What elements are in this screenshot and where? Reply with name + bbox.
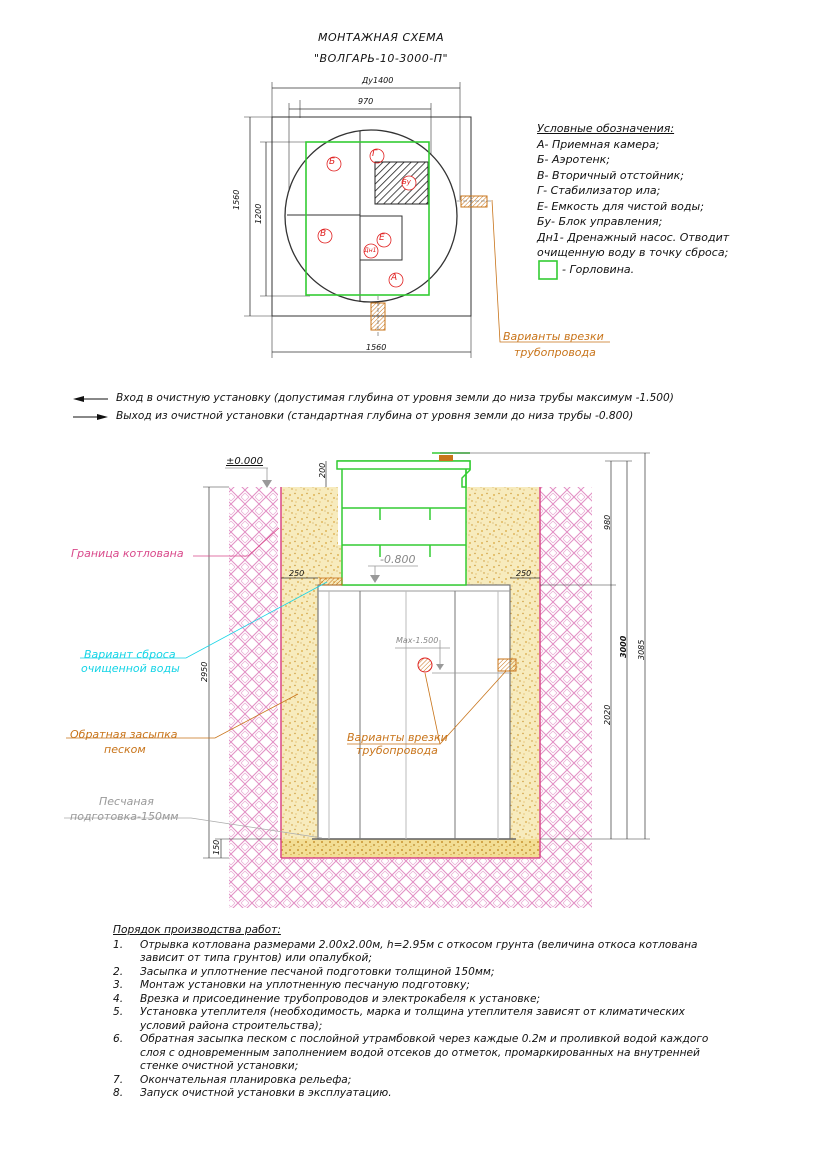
procedure-step: 3. Монтаж установки на уплотненную песчан… bbox=[113, 979, 783, 993]
procedure-step-line: Врезка и присоединение трубопроводов и э… bbox=[140, 992, 541, 1005]
plan-drawing bbox=[244, 82, 610, 358]
plan-cut-variants-2: трубопровода bbox=[514, 346, 596, 359]
label-v: В bbox=[320, 229, 327, 239]
dim-970: 970 bbox=[358, 97, 374, 106]
procedure-step: 2. Засыпка и уплотнение песчаной подготов… bbox=[113, 966, 783, 980]
procedure-step: 1. Отрывка котлована размерами 2.00х2.00м… bbox=[113, 939, 783, 966]
procedure-step-text: Врезка и присоединение трубопроводов и э… bbox=[140, 993, 540, 1007]
outlet-arrow bbox=[73, 414, 108, 420]
legend-neck-label: - Горловина. bbox=[562, 263, 635, 276]
sand-label-2: подготовка-150мм bbox=[70, 810, 179, 823]
procedure-step-number: 5. bbox=[113, 1006, 124, 1018]
procedure-step-number: 7. bbox=[113, 1073, 124, 1086]
title-line-2: "ВОЛГАРЬ-10-3000-П" bbox=[314, 52, 449, 65]
procedure-step-number: 2. bbox=[113, 965, 124, 978]
max-1500: Max-1.500 bbox=[396, 636, 439, 645]
dim-1560-bottom: 1560 bbox=[366, 343, 387, 352]
procedure-step-line: Засыпка и уплотнение песчаной подготовки… bbox=[140, 965, 495, 978]
dim-980: 980 bbox=[603, 514, 612, 530]
procedure-step: 4. Врезка и присоединение трубопроводов и… bbox=[113, 993, 783, 1007]
plan-cut-variants-1: Варианты врезки bbox=[503, 330, 604, 343]
procedure-step-text: Отрывка котлована размерами 2.00х2.00м, … bbox=[140, 939, 698, 966]
procedure-step-line: Отрывка котлована размерами 2.00х2.00м, … bbox=[140, 938, 698, 951]
neck-legend-swatch bbox=[538, 260, 558, 280]
procedure-step-text: Запуск очистной установки в эксплуатацию… bbox=[140, 1087, 392, 1101]
inlet-arrow bbox=[73, 396, 108, 402]
dim-250-left: 250 bbox=[289, 569, 305, 578]
backfill-label-1: Обратная засыпка bbox=[70, 728, 178, 741]
procedure-step-text: Окончательная планировка рельефа; bbox=[140, 1074, 351, 1088]
procedure-step: 8. Запуск очистной установки в эксплуатац… bbox=[113, 1087, 783, 1101]
procedure-step-line: Окончательная планировка рельефа; bbox=[140, 1073, 352, 1086]
procedure-step-line: Монтаж установки на уплотненную песчаную… bbox=[140, 979, 470, 991]
label-b: Б bbox=[329, 157, 336, 167]
backfill-label-2: песком bbox=[104, 743, 146, 756]
dim-2020: 2020 bbox=[603, 704, 612, 725]
procedure: Порядок производства работ: 1. Отрывка ко… bbox=[113, 924, 783, 1101]
legend: Условные обозначения: А- Приемная камера… bbox=[537, 121, 729, 261]
procedure-step: 5. Установка утеплителя (необходимость, м… bbox=[113, 1006, 783, 1033]
title-line-1: МОНТАЖНАЯ СХЕМА bbox=[318, 31, 445, 44]
procedure-step-number: 3. bbox=[113, 979, 124, 991]
label-bu: Бу bbox=[402, 178, 411, 186]
level-080: -0.800 bbox=[380, 553, 416, 566]
label-a: А bbox=[391, 273, 398, 283]
procedure-step-number: 6. bbox=[113, 1033, 124, 1045]
legend-item: Бу- Блок управления; bbox=[537, 215, 663, 228]
procedure-step-text: Засыпка и уплотнение песчаной подготовки… bbox=[140, 966, 494, 980]
dim-1560-left: 1560 bbox=[232, 189, 241, 210]
procedure-step: 6. Обратная засыпка песком с послойной ут… bbox=[113, 1033, 783, 1074]
discharge-label-2: очищенной воды bbox=[81, 662, 180, 675]
label-dn: Дн1 bbox=[364, 247, 377, 254]
legend-item: Дн1- Дренажный насос. Отводит bbox=[537, 230, 730, 244]
procedure-step-line: стенке очистной установки; bbox=[140, 1060, 299, 1072]
dim-3000: 3000 bbox=[619, 635, 628, 658]
ground-level: ±0.000 bbox=[226, 456, 264, 467]
procedure-step-line: Запуск очистной установки в эксплуатацию… bbox=[140, 1087, 392, 1099]
discharge-label-1: Вариант сброса bbox=[84, 648, 176, 661]
dim-150: 150 bbox=[212, 839, 221, 855]
inlet-text: Вход в очистную установку (допустимая гл… bbox=[116, 392, 674, 404]
legend-item: Б- Аэротенк; bbox=[537, 153, 611, 166]
label-e: Е bbox=[379, 233, 385, 243]
procedure-step-number: 4. bbox=[113, 992, 124, 1005]
procedure-step-line: условий района строительства); bbox=[140, 1019, 323, 1032]
legend-item: Е- Емкость для чистой воды; bbox=[537, 199, 704, 213]
procedure-step-text: Установка утеплителя (необходимость, мар… bbox=[140, 1006, 685, 1033]
legend-header: Условные обозначения: bbox=[537, 122, 675, 135]
section-cut-label-1: Варианты врезки bbox=[347, 731, 448, 744]
dim-200: 200 bbox=[318, 462, 327, 478]
dim-1200: 1200 bbox=[254, 203, 263, 224]
dim-3085: 3085 bbox=[637, 639, 646, 660]
procedure-step-text: Обратная засыпка песком с послойной утра… bbox=[140, 1033, 708, 1074]
dim-250-right: 250 bbox=[516, 569, 532, 578]
procedure-step: 7. Окончательная планировка рельефа; bbox=[113, 1074, 783, 1088]
legend-item: очищенную воду в точку сброса; bbox=[537, 246, 729, 259]
procedure-step-line: слоя с одновременным заполнением водой о… bbox=[140, 1046, 700, 1059]
section-drawing bbox=[64, 452, 650, 908]
pit-boundary-label: Граница котлована bbox=[71, 547, 184, 560]
procedure-step-number: 8. bbox=[113, 1087, 124, 1099]
sand-label-1: Песчаная bbox=[99, 795, 154, 808]
procedure-step-line: Обратная засыпка песком с послойной утра… bbox=[140, 1033, 709, 1045]
label-g: Г bbox=[372, 149, 378, 159]
procedure-header: Порядок производства работ: bbox=[113, 924, 281, 936]
outlet-text: Выход из очистной установки (стандартная… bbox=[116, 410, 634, 422]
procedure-steps: 1. Отрывка котлована размерами 2.00х2.00м… bbox=[113, 939, 783, 1101]
dim-du1400: Ду1400 bbox=[362, 76, 394, 85]
legend-item: А- Приемная камера; bbox=[537, 137, 660, 151]
dim-2950: 2950 bbox=[200, 661, 209, 682]
section-cut-label-2: трубопровода bbox=[356, 744, 438, 757]
procedure-step-line: Установка утеплителя (необходимость, мар… bbox=[140, 1006, 685, 1018]
procedure-step-number: 1. bbox=[113, 938, 124, 951]
legend-item: В- Вторичный отстойник; bbox=[537, 168, 685, 182]
procedure-step-text: Монтаж установки на уплотненную песчаную… bbox=[140, 979, 470, 993]
legend-item: Г- Стабилизатор ила; bbox=[537, 184, 661, 197]
procedure-step-line: зависит от типа грунтов) или опалубкой; bbox=[140, 952, 372, 964]
